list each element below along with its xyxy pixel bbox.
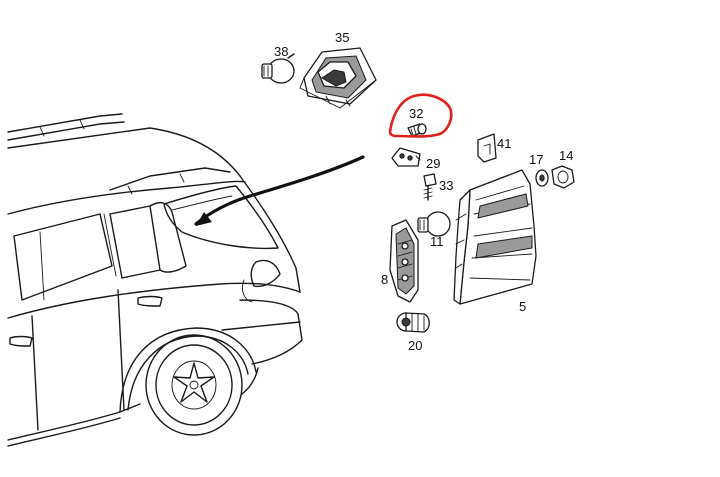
label-38: 38: [274, 44, 288, 59]
reference-arrow: [194, 155, 365, 226]
label-14: 14: [559, 148, 573, 163]
part-33-screw: [423, 173, 437, 201]
part-20-socket: [396, 312, 430, 333]
part-11-bulb: [417, 211, 451, 237]
part-32-small-bulb: [407, 123, 427, 137]
part-labels: 35 38 32 41 29 17 14 33 11 8 5 20: [274, 30, 573, 353]
label-32: 32: [409, 106, 423, 121]
label-29: 29: [426, 156, 440, 171]
label-33: 33: [439, 178, 453, 193]
highlight-circle: [388, 93, 453, 138]
part-8-bulb-carrier: [389, 219, 419, 303]
label-11: 11: [430, 234, 444, 249]
part-35-lamp-housing: [299, 47, 377, 109]
part-14-nut: [551, 165, 575, 189]
part-38-bulb: [261, 53, 295, 84]
part-5-tail-lamp: [453, 169, 537, 305]
label-8: 8: [381, 272, 388, 287]
label-35: 35: [335, 30, 349, 45]
vehicle-outline: [7, 113, 303, 447]
label-5: 5: [519, 299, 526, 314]
part-17-washer: [535, 169, 549, 187]
label-17: 17: [529, 152, 543, 167]
part-29-connector: [391, 147, 421, 167]
label-20: 20: [408, 338, 422, 353]
label-41: 41: [497, 136, 511, 151]
part-41-clip: [477, 133, 497, 163]
